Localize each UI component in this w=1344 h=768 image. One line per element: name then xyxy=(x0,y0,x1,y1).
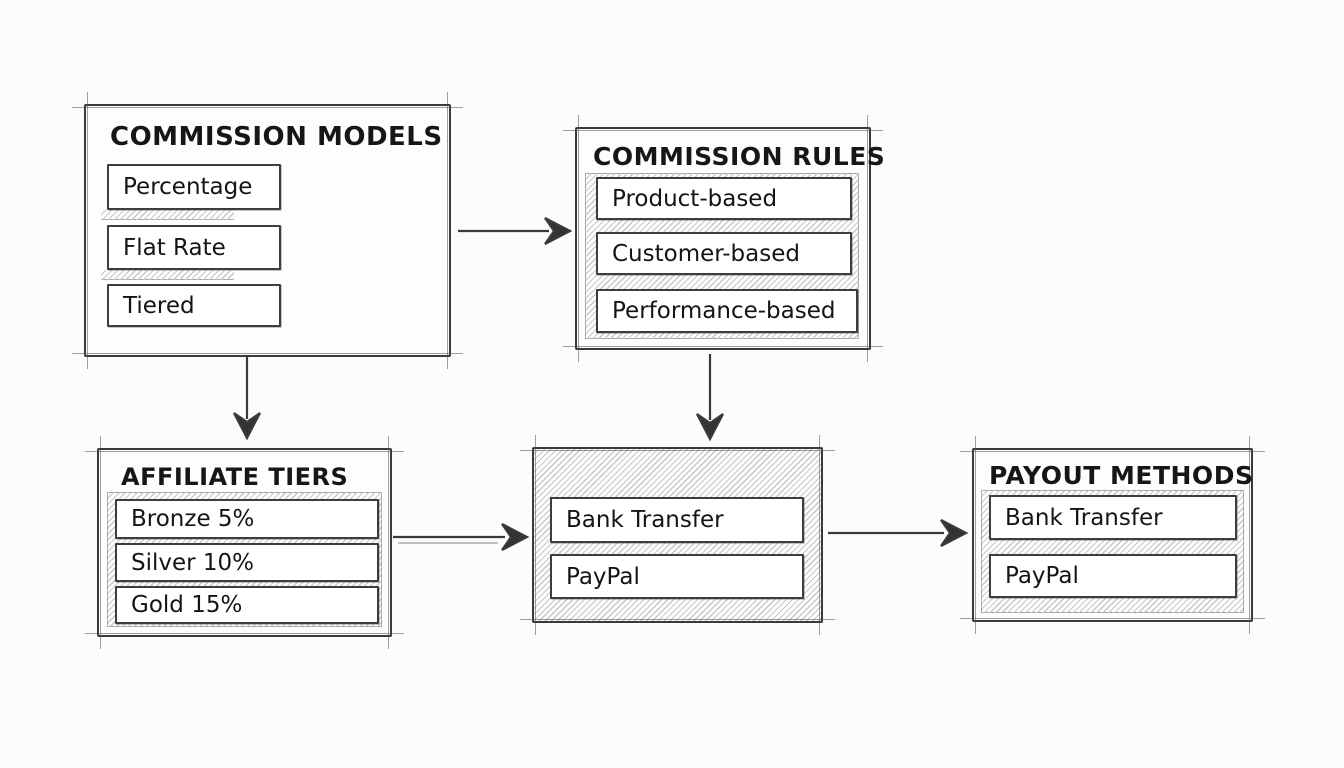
item-tiered: Tiered xyxy=(107,284,281,327)
affiliate-tiers-title: AFFILIATE TIERS xyxy=(121,463,349,491)
item-product-based: Product-based xyxy=(596,177,852,220)
arrow-tiers-to-channels xyxy=(393,523,530,551)
item-gold: Gold 15% xyxy=(115,586,379,624)
commission-rules-title: COMMISSION RULES xyxy=(593,142,886,171)
arrow-channels-to-payouts xyxy=(828,519,969,547)
item-performance-based: Performance-based xyxy=(596,289,858,333)
arrow-rules-to-channels xyxy=(696,354,724,442)
item-bank-transfer-payout: Bank Transfer xyxy=(989,495,1237,540)
payment-channels-box: Bank Transfer PayPal xyxy=(520,435,835,635)
commission-rules-box: COMMISSION RULES Product-based Customer-… xyxy=(563,115,885,362)
payout-methods-title: PAYOUT METHODS xyxy=(989,461,1254,490)
arrow-models-to-rules xyxy=(458,217,573,245)
item-percentage: Percentage xyxy=(101,164,281,220)
item-bank-transfer: Bank Transfer xyxy=(550,497,804,543)
item-paypal: PayPal xyxy=(550,554,804,599)
item-customer-based: Customer-based xyxy=(596,232,852,275)
item-silver: Silver 10% xyxy=(115,543,379,582)
item-flat-rate: Flat Rate xyxy=(101,225,281,280)
affiliate-tiers-box: AFFILIATE TIERS Bronze 5% Silver 10% Gol… xyxy=(85,436,404,649)
payout-methods-box: PAYOUT METHODS Bank Transfer PayPal xyxy=(960,436,1265,634)
arrow-models-to-tiers xyxy=(233,357,261,441)
commission-models-box: COMMISSION MODELS Percentage Flat Rate T… xyxy=(72,92,463,369)
item-bronze: Bronze 5% xyxy=(115,499,379,539)
item-paypal-payout: PayPal xyxy=(989,554,1237,598)
commission-models-title: COMMISSION MODELS xyxy=(110,122,443,152)
